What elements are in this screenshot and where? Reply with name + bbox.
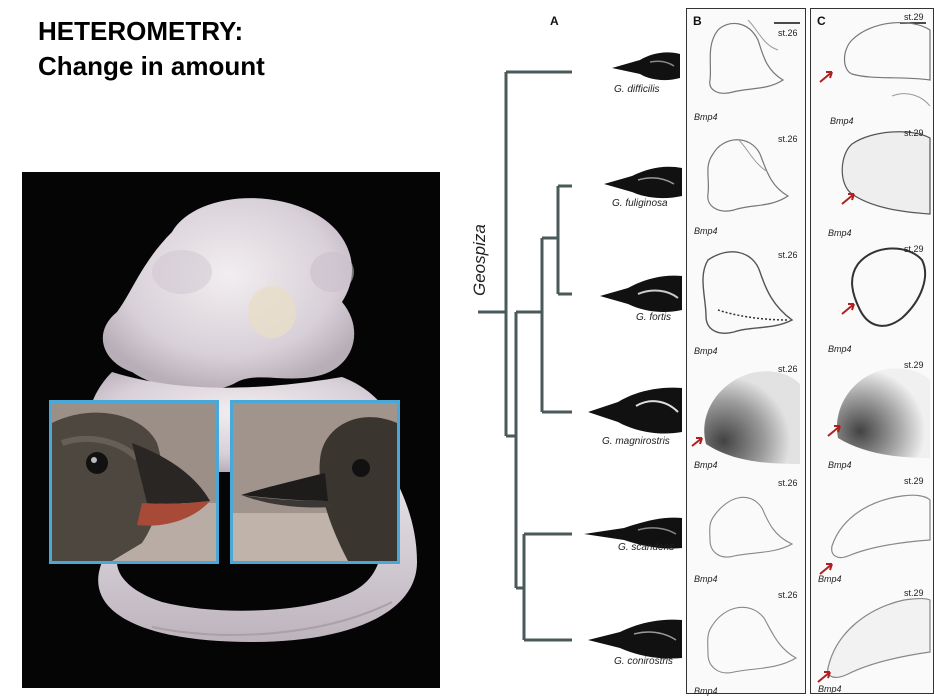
species-label: G. fortis xyxy=(636,312,672,323)
beak-scandens xyxy=(584,517,682,549)
in-situ-section-b xyxy=(702,251,794,334)
finch-large-beak-image xyxy=(52,403,216,561)
panel-label-a: A xyxy=(550,14,559,28)
stage-label: st.29 xyxy=(904,12,924,22)
gene-label: Bmp4 xyxy=(694,686,718,696)
beak-difficilis xyxy=(612,52,680,81)
gene-label: Bmp4 xyxy=(818,684,842,694)
gene-label: Bmp4 xyxy=(828,460,852,470)
phylogenetic-tree xyxy=(478,70,572,642)
gene-label: Bmp4 xyxy=(694,112,718,122)
embryo-photo xyxy=(22,172,440,688)
gene-label: Bmp4 xyxy=(828,228,852,238)
in-situ-section-c xyxy=(819,21,931,107)
in-situ-section-b xyxy=(691,371,800,464)
gene-label: Bmp4 xyxy=(694,460,718,470)
genus-label: Geospiza xyxy=(470,224,489,296)
scale-bar-b xyxy=(774,22,800,24)
in-situ-section-b xyxy=(709,496,794,558)
gene-label: Bmp4 xyxy=(830,116,854,126)
stage-label: st.26 xyxy=(778,478,798,488)
in-situ-section-c xyxy=(827,368,930,458)
finch-bmp4-figure: A B C Geospiza xyxy=(462,0,934,700)
beak-conirostris xyxy=(588,619,682,659)
species-label: G. magnirostris xyxy=(602,436,670,447)
beak-fuliginosa xyxy=(604,166,682,199)
in-situ-section-b xyxy=(709,19,785,94)
gene-label: Bmp4 xyxy=(694,574,718,584)
finch-pointed-beak-inset xyxy=(230,400,400,564)
finch-pointed-beak-image xyxy=(233,403,397,561)
stage-label: st.26 xyxy=(778,250,798,260)
stage-label: st.26 xyxy=(778,590,798,600)
stage-label: st.29 xyxy=(904,244,924,254)
species-label: G. scandens xyxy=(618,542,675,553)
stage-label: st.29 xyxy=(904,360,924,370)
panel-label-b: B xyxy=(693,14,702,28)
gene-label: Bmp4 xyxy=(694,346,718,356)
stage-label: st.29 xyxy=(904,588,924,598)
panel-label-c: C xyxy=(817,14,826,28)
stage-label: st.26 xyxy=(778,364,798,374)
stage-label: st.29 xyxy=(904,128,924,138)
beak-fortis xyxy=(600,275,682,312)
in-situ-section-c xyxy=(817,597,931,683)
gene-label: Bmp4 xyxy=(828,344,852,354)
finch-large-beak-inset xyxy=(49,400,219,564)
in-situ-section-b xyxy=(707,606,798,674)
in-situ-section-c xyxy=(841,131,931,215)
species-label: G. conirostris xyxy=(614,656,673,667)
stage-label: st.26 xyxy=(778,134,798,144)
title-line-1: HETEROMETRY: xyxy=(38,16,244,46)
beak-magnirostris xyxy=(588,387,682,434)
species-label: G. fuliginosa xyxy=(612,198,668,209)
slide-title: HETEROMETRY: Change in amount xyxy=(38,14,265,84)
in-situ-section-c xyxy=(819,494,931,575)
gene-label: Bmp4 xyxy=(694,226,718,236)
stage-label: st.29 xyxy=(904,476,924,486)
species-label: G. difficilis xyxy=(614,84,660,95)
in-situ-section-b xyxy=(707,138,790,212)
title-line-2: Change in amount xyxy=(38,51,265,81)
gene-label: Bmp4 xyxy=(818,574,842,584)
in-situ-section-c xyxy=(841,247,927,327)
stage-label: st.26 xyxy=(778,28,798,38)
panel-b-column xyxy=(686,8,806,694)
